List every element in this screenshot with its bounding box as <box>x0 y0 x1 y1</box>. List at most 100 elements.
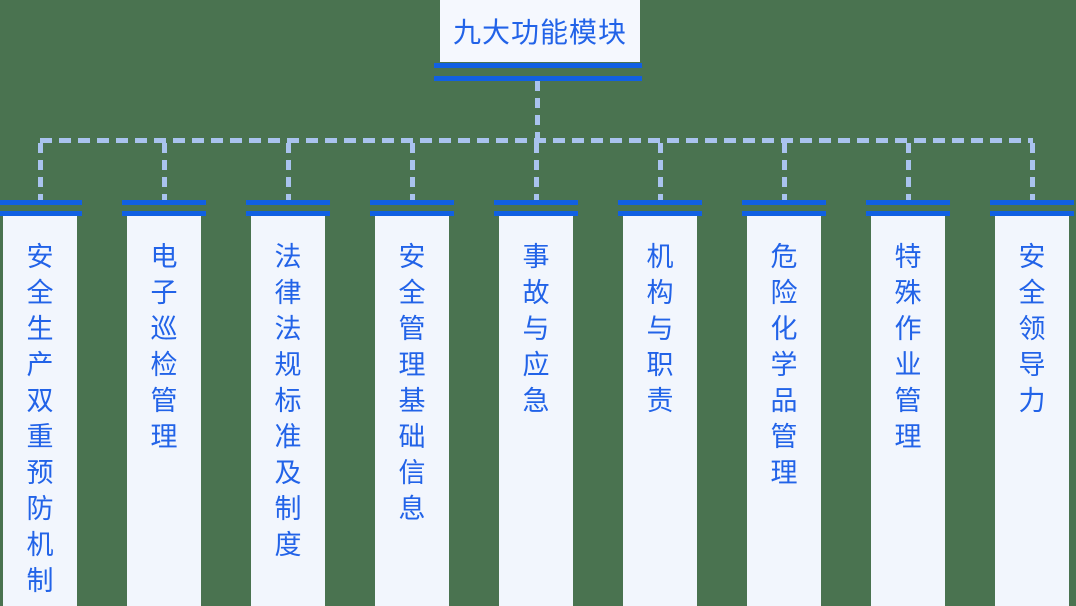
module-label-char: 标 <box>274 386 302 417</box>
module-label-char: 责 <box>646 386 674 417</box>
connector-branch-drop <box>1029 143 1035 200</box>
module-topline-lower <box>990 211 1074 216</box>
module-topline-lower <box>494 211 578 216</box>
module-panel: 安全生产双重预防机制 <box>3 216 77 606</box>
connector-branch-drop <box>409 143 415 200</box>
module-label-char: 与 <box>522 314 550 345</box>
connector-rail <box>40 138 1033 143</box>
module-topline-lower <box>0 211 82 216</box>
module-label-char: 防 <box>26 494 54 525</box>
module-label-char: 产 <box>26 350 54 381</box>
module-topline-upper <box>370 200 454 205</box>
module-label: 安全管理基础信息 <box>399 216 426 606</box>
module-label-char: 子 <box>150 278 178 309</box>
connector-branch-drop <box>781 143 787 200</box>
module-label-char: 业 <box>894 350 922 381</box>
module-topline-upper <box>122 200 206 205</box>
module-topline-lower <box>742 211 826 216</box>
module-label-char: 职 <box>646 350 674 381</box>
module-topline-lower <box>370 211 454 216</box>
module-label: 危险化学品管理 <box>771 216 798 606</box>
module-label-char: 础 <box>398 422 426 453</box>
module-label-char: 息 <box>398 494 426 525</box>
module-label-char: 基 <box>398 386 426 417</box>
module-label-char: 事 <box>522 242 550 273</box>
module-label-char: 全 <box>26 278 54 309</box>
module-label-char: 规 <box>274 350 302 381</box>
module-topline-upper <box>618 200 702 205</box>
connector-branch-drop <box>533 143 539 200</box>
module-label-char: 安 <box>26 242 54 273</box>
module-topline-upper <box>0 200 82 205</box>
module-label-char: 信 <box>398 458 426 489</box>
connector-root-drop <box>535 81 540 139</box>
module-label-char: 力 <box>1018 386 1046 417</box>
module-label-char: 巡 <box>150 314 178 345</box>
connector-branch-drop <box>905 143 911 200</box>
module-topline-upper <box>494 200 578 205</box>
module-topline-upper <box>742 200 826 205</box>
module-label: 事故与应急 <box>523 216 550 606</box>
module-label-char: 险 <box>770 278 798 309</box>
module-label-char: 管 <box>150 386 178 417</box>
module-topline-lower <box>866 211 950 216</box>
module-label-char: 理 <box>770 458 798 489</box>
module-label-char: 理 <box>894 422 922 453</box>
module-label-char: 构 <box>646 278 674 309</box>
connector-branch-drop <box>37 143 43 200</box>
module-panel: 特殊作业管理 <box>871 216 945 606</box>
module-label-char: 危 <box>770 242 798 273</box>
module-label-char: 特 <box>894 242 922 273</box>
module-label-char: 全 <box>398 278 426 309</box>
module-label-char: 安 <box>1018 242 1046 273</box>
module-panel: 安全领导力 <box>995 216 1069 606</box>
module-label-char: 领 <box>1018 314 1046 345</box>
module-label-char: 与 <box>646 314 674 345</box>
module-topline-lower <box>246 211 330 216</box>
module-label-char: 制 <box>274 494 302 525</box>
module-label-char: 应 <box>522 350 550 381</box>
module-label-char: 学 <box>770 350 798 381</box>
connector-branch-drop <box>285 143 291 200</box>
module-label-char: 故 <box>522 278 550 309</box>
module-label-char: 急 <box>522 386 550 417</box>
module-label-char: 机 <box>26 530 54 561</box>
module-label-char: 生 <box>26 314 54 345</box>
module-label-char: 导 <box>1018 350 1046 381</box>
module-label-char: 法 <box>274 242 302 273</box>
root-node-label: 九大功能模块 <box>452 16 627 49</box>
module-label-char: 重 <box>26 422 54 453</box>
module-label-char: 管 <box>894 386 922 417</box>
module-label-char: 及 <box>274 458 302 489</box>
module-label-char: 电 <box>150 242 178 273</box>
module-label-char: 制 <box>26 566 54 597</box>
module-topline-lower <box>122 211 206 216</box>
module-label: 安全领导力 <box>1019 216 1046 606</box>
module-label-char: 作 <box>894 314 922 345</box>
module-label-char: 品 <box>770 386 798 417</box>
module-panel: 事故与应急 <box>499 216 573 606</box>
module-panel: 法律法规标准及制度 <box>251 216 325 606</box>
module-label: 机构与职责 <box>647 216 674 606</box>
module-topline-upper <box>246 200 330 205</box>
connector-branch-drop <box>657 143 663 200</box>
connector-branch-drop <box>161 143 167 200</box>
module-label-char: 准 <box>274 422 302 453</box>
module-label-char: 法 <box>274 314 302 345</box>
module-topline-lower <box>618 211 702 216</box>
module-label: 特殊作业管理 <box>895 216 922 606</box>
module-topline-upper <box>990 200 1074 205</box>
module-label: 电子巡检管理 <box>151 216 178 606</box>
module-label-char: 管 <box>398 314 426 345</box>
module-label-char: 理 <box>150 422 178 453</box>
module-label: 安全生产双重预防机制 <box>27 216 54 606</box>
module-label-char: 安 <box>398 242 426 273</box>
module-panel: 危险化学品管理 <box>747 216 821 606</box>
module-panel: 安全管理基础信息 <box>375 216 449 606</box>
module-label-char: 化 <box>770 314 798 345</box>
module-label-char: 检 <box>150 350 178 381</box>
module-panel: 机构与职责 <box>623 216 697 606</box>
module-label-char: 度 <box>274 530 302 561</box>
module-label-char: 律 <box>274 278 302 309</box>
